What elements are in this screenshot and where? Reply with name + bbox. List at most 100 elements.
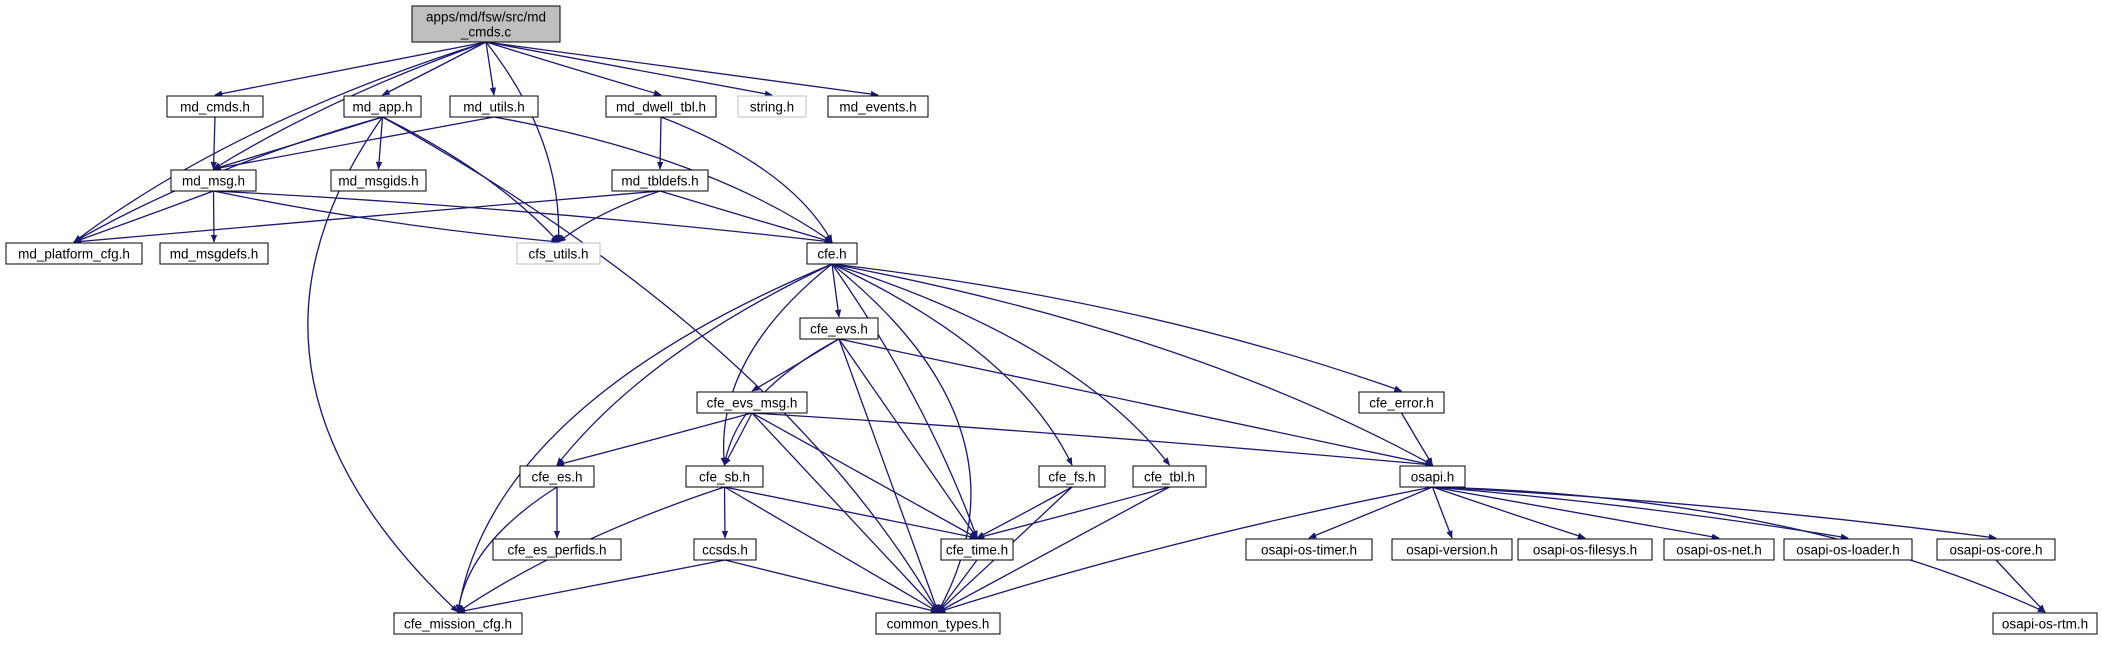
node-label: md_app.h <box>352 100 412 115</box>
node-cfe-time-h[interactable]: cfe_time.h <box>940 538 1014 561</box>
node-cfe-evs-msg-h[interactable]: cfe_evs_msg.h <box>696 391 808 414</box>
node-cfe-tbl-h[interactable]: cfe_tbl.h <box>1132 465 1207 488</box>
node-ccsds-h[interactable]: ccsds.h <box>693 538 757 561</box>
node-cfs-utils-h[interactable]: cfs_utils.h <box>516 242 601 265</box>
node-cfe-es-h[interactable]: cfe_es.h <box>519 465 595 488</box>
edge-cfe_sb_h-to-cfe_time_h <box>724 486 978 540</box>
edge-cfe_tbl_h-to-cfe_time_h <box>976 486 1170 540</box>
edge-root-to-md_utils_h <box>485 41 497 96</box>
node-md-msg-h[interactable]: md_msg.h <box>170 169 257 192</box>
node-md-cmds-h[interactable]: md_cmds.h <box>166 95 264 118</box>
node-box[interactable] <box>492 538 622 561</box>
edge-md_utils_h-to-md_msg_h <box>212 116 495 171</box>
edge-cfe_fs_h-to-cfe_time_h <box>976 486 1073 539</box>
node-cfe-sb-h[interactable]: cfe_sb.h <box>685 465 764 488</box>
node-root[interactable]: apps/md/fsw/src/md_cmds.c <box>411 5 561 43</box>
node-box[interactable] <box>799 317 879 340</box>
node-label: cfe_evs_msg.h <box>707 396 798 411</box>
node-box[interactable] <box>159 242 269 265</box>
node-cfe-fs-h[interactable]: cfe_fs.h <box>1038 465 1106 488</box>
node-box[interactable] <box>875 612 1001 635</box>
edge-cfe_evs_msg_h-to-cfe_time_h <box>751 412 978 539</box>
node-osapi-version-h[interactable]: osapi-version.h <box>1391 538 1513 561</box>
node-box[interactable] <box>696 391 808 414</box>
node-osapi-os-core-h[interactable]: osapi-os-core.h <box>1936 538 2056 561</box>
node-osapi-os-net-h[interactable]: osapi-os-net.h <box>1663 538 1775 561</box>
node-label: ccsds.h <box>702 543 748 558</box>
node-osapi-os-timer-h[interactable]: osapi-os-timer.h <box>1245 538 1373 561</box>
node-box[interactable] <box>827 95 929 118</box>
node-string-h[interactable]: string.h <box>737 95 807 118</box>
node-box[interactable] <box>411 5 561 43</box>
node-cfe-es-perfids-h[interactable]: cfe_es_perfids.h <box>492 538 622 561</box>
node-box[interactable] <box>1245 538 1373 561</box>
node-md-app-h[interactable]: md_app.h <box>343 95 422 118</box>
node-osapi-h[interactable]: osapi.h <box>1399 465 1466 488</box>
edge-root-to-md_cmds_h <box>214 41 487 97</box>
node-md-events-h[interactable]: md_events.h <box>827 95 929 118</box>
node-box[interactable] <box>611 169 709 192</box>
node-md-tbldefs-h[interactable]: md_tbldefs.h <box>611 169 709 192</box>
node-cfe-evs-h[interactable]: cfe_evs.h <box>799 317 879 340</box>
node-box[interactable] <box>685 465 764 488</box>
edge-cfe_sb_h-to-common_types_h <box>724 486 939 613</box>
node-md-dwell-tbl-h[interactable]: md_dwell_tbl.h <box>605 95 717 118</box>
node-md-msgdefs-h[interactable]: md_msgdefs.h <box>159 242 269 265</box>
node-box[interactable] <box>516 242 601 265</box>
node-box[interactable] <box>330 169 427 192</box>
node-label: md_cmds.h <box>180 100 250 115</box>
node-box[interactable] <box>1132 465 1207 488</box>
node-cfe-error-h[interactable]: cfe_error.h <box>1358 391 1445 414</box>
node-md-msgids-h[interactable]: md_msgids.h <box>330 169 427 192</box>
node-md-utils-h[interactable]: md_utils.h <box>449 95 539 118</box>
node-box[interactable] <box>449 95 539 118</box>
node-box[interactable] <box>166 95 264 118</box>
edge-md_msg_h-to-cfe_h <box>213 190 833 245</box>
node-common-types-h[interactable]: common_types.h <box>875 612 1001 635</box>
node-osapi-os-filesys-h[interactable]: osapi-os-filesys.h <box>1517 538 1653 561</box>
node-box[interactable] <box>940 538 1014 561</box>
node-label: cfe_tbl.h <box>1144 470 1195 485</box>
edge-cfe_time_h-to-common_types_h <box>937 559 978 613</box>
edge-cfe_h-to-cfe_es_h <box>556 263 833 466</box>
node-label: cfe_fs.h <box>1048 470 1095 485</box>
node-box[interactable] <box>1992 612 2098 635</box>
node-box[interactable] <box>1038 465 1106 488</box>
node-box[interactable] <box>393 612 523 635</box>
node-box[interactable] <box>343 95 422 118</box>
node-cfe-h[interactable]: cfe.h <box>806 242 858 265</box>
node-label: cfe_es_perfids.h <box>507 543 606 558</box>
edge-cfe_h-to-osapi_h <box>831 263 1434 466</box>
node-box[interactable] <box>1399 465 1466 488</box>
node-cfe-mission-cfg-h[interactable]: cfe_mission_cfg.h <box>393 612 523 635</box>
node-md-platform-cfg-h[interactable]: md_platform_cfg.h <box>5 242 143 265</box>
node-label: md_msg.h <box>182 174 245 189</box>
edge-cfe_evs_msg_h-to-osapi_h <box>751 412 1434 468</box>
node-box[interactable] <box>1663 538 1775 561</box>
edge-root-to-md_app_h <box>381 41 487 96</box>
node-box[interactable] <box>5 242 143 265</box>
node-label: cfe_mission_cfg.h <box>404 617 512 632</box>
node-box[interactable] <box>1783 538 1913 561</box>
node-box[interactable] <box>605 95 717 118</box>
node-box[interactable] <box>737 95 807 118</box>
node-osapi-os-rtm-h[interactable]: osapi-os-rtm.h <box>1992 612 2098 635</box>
edge-cfe_evs_msg_h-to-common_types_h <box>751 412 939 613</box>
node-osapi-os-loader-h[interactable]: osapi-os-loader.h <box>1783 538 1913 561</box>
node-box[interactable] <box>1391 538 1513 561</box>
node-box[interactable] <box>1936 538 2056 561</box>
edge-osapi_h-to-osapi_os_filesys_h <box>1432 486 1586 539</box>
edge-osapi_h-to-osapi_os_loader_h <box>1432 486 1849 540</box>
node-box[interactable] <box>693 538 757 561</box>
node-box[interactable] <box>170 169 257 192</box>
node-box[interactable] <box>1358 391 1445 414</box>
node-label: osapi-os-core.h <box>1949 543 2042 558</box>
node-box[interactable] <box>1517 538 1653 561</box>
edge-cfe_h-to-cfe_time_h <box>831 263 978 539</box>
node-label: md_dwell_tbl.h <box>616 100 706 115</box>
node-box[interactable] <box>806 242 858 265</box>
node-box[interactable] <box>519 465 595 488</box>
node-label: osapi-os-loader.h <box>1796 543 1900 558</box>
edge-osapi_h-to-osapi_os_rtm_h <box>1432 486 2046 613</box>
